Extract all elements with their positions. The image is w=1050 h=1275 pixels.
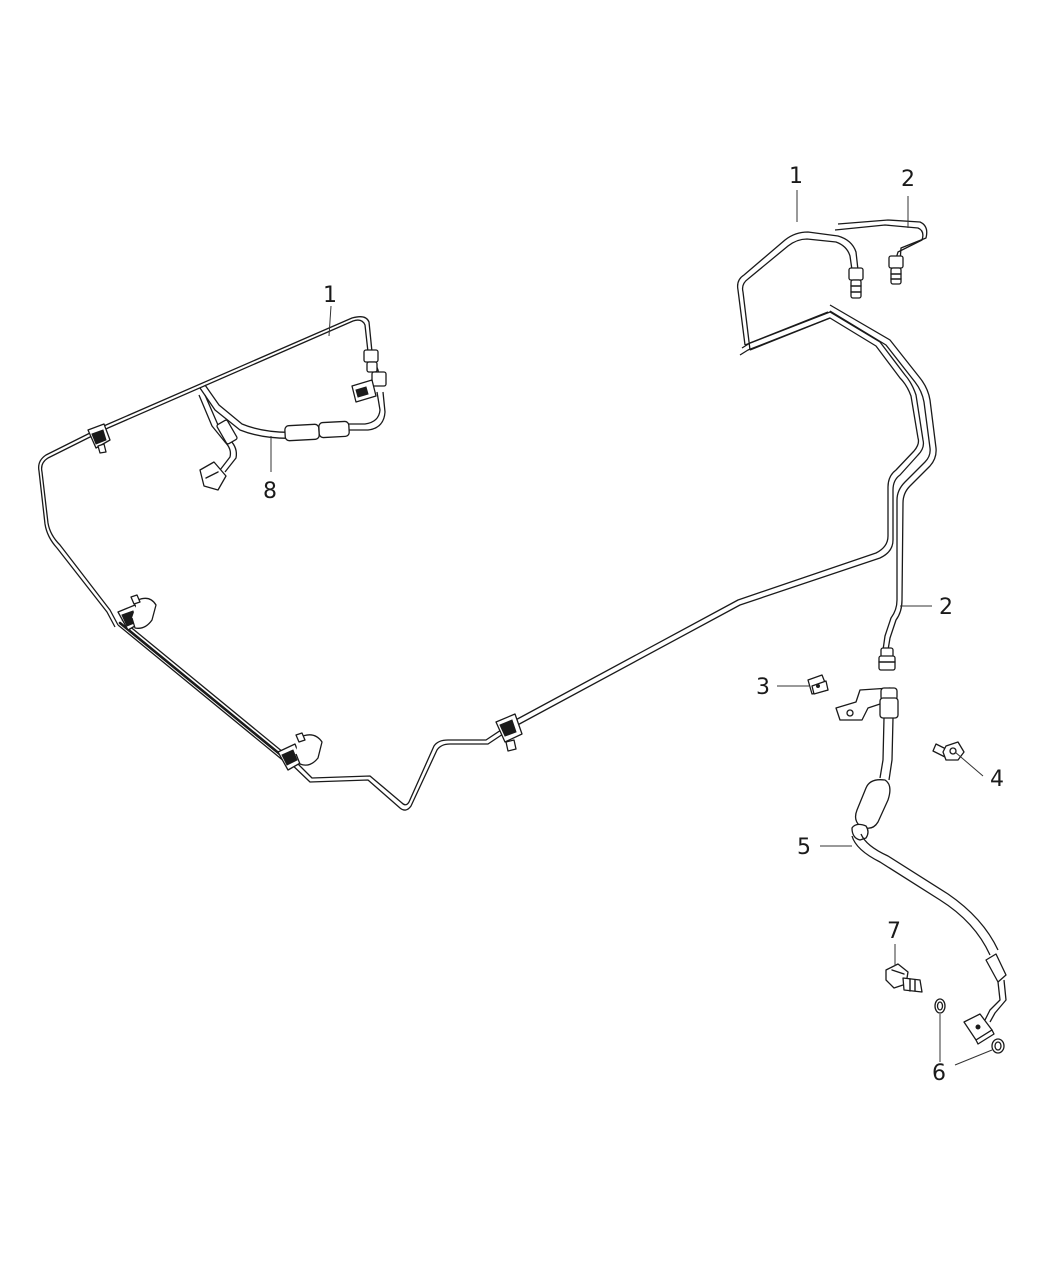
callout-6: 6 xyxy=(932,1061,946,1086)
brake-hose-part8 xyxy=(198,354,386,491)
banjo-bolt-part7 xyxy=(885,963,923,993)
tube-clip-bottom-center xyxy=(495,713,523,752)
callout-5: 5 xyxy=(797,835,811,860)
callout-4: 4 xyxy=(990,767,1004,792)
callout-3: 3 xyxy=(756,675,770,700)
callout-1-right: 1 xyxy=(789,164,803,189)
brake-tube-long-right xyxy=(509,219,937,729)
tube-nut-fitting-upper-right-b xyxy=(888,255,904,285)
tube-nut-fitting-part2 xyxy=(878,647,896,671)
tube-clip-lower-left xyxy=(277,732,323,771)
leader-lines xyxy=(270,190,993,1066)
callout-7: 7 xyxy=(887,919,901,944)
callout-8: 8 xyxy=(263,479,277,504)
washer-part6-b xyxy=(991,1038,1005,1054)
hose-mounting-bracket xyxy=(835,687,893,721)
brake-tube-main-left xyxy=(38,316,513,811)
brake-hose-part5 xyxy=(851,687,1007,1045)
washer-part6-a xyxy=(934,998,946,1014)
leader-1-left xyxy=(328,305,332,337)
callout-1-left: 1 xyxy=(323,283,337,308)
leader-6b xyxy=(954,1049,993,1066)
tube-nut-fitting-upper-right-a xyxy=(848,267,864,299)
tube-clip-upper-left xyxy=(87,423,111,454)
callout-2-top: 2 xyxy=(901,167,915,192)
retaining-clip-part3 xyxy=(807,674,829,695)
bolt-part4 xyxy=(932,741,965,761)
hose-bracket-upper-left xyxy=(351,379,377,403)
callout-2-mid: 2 xyxy=(939,595,953,620)
tube-clip-left-middle xyxy=(117,594,157,631)
leader-4 xyxy=(954,751,984,777)
tube-fitting-upper-left xyxy=(363,349,387,387)
